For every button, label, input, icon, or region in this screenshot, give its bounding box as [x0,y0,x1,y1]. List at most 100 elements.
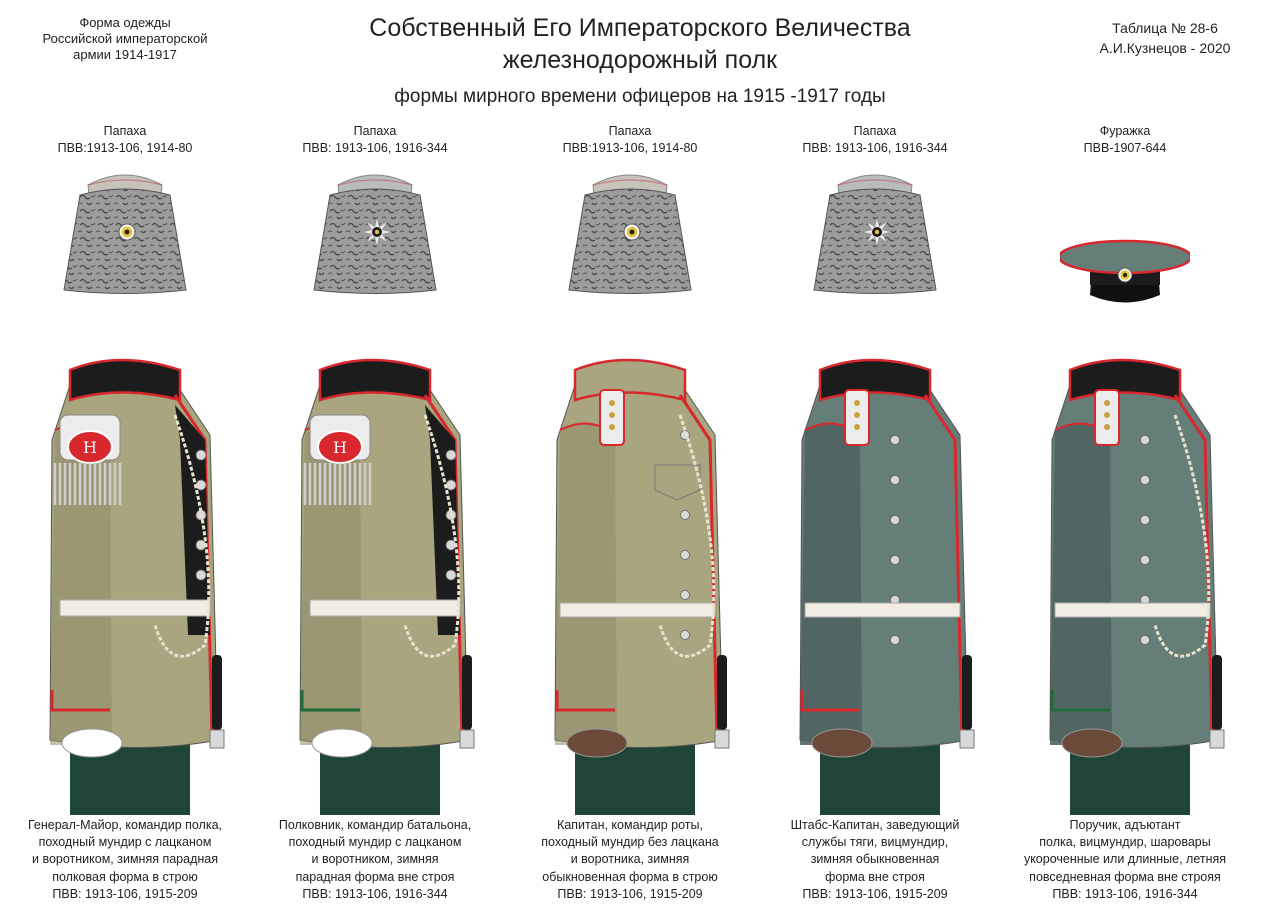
button [1140,635,1150,645]
button [890,475,900,485]
front-piping [678,394,719,741]
button [890,555,900,565]
button [445,449,457,461]
headgear-illustration [568,174,692,294]
caption-line: ПВВ: 1913-106, 1916-344 [1052,886,1198,901]
sleeve [800,423,862,745]
button [195,569,207,581]
cuff-piping [50,690,110,712]
title-line: Собственный Его Императорского Величеств… [369,14,911,42]
headgear-label-line: Папаха [353,124,397,138]
button [680,510,690,520]
uniform-caption: Полковник, командир батальона,походный м… [250,817,500,903]
headgear-label-line: Папаха [608,124,652,138]
caption-line: полковая форма в строю [52,869,198,884]
cuff-piping [1050,690,1110,712]
caption-line: ПВВ: 1913-106, 1915-209 [52,886,198,901]
sword-knot [714,729,730,749]
table-number: Таблица № 28-6 [1112,20,1218,36]
glove [311,728,373,758]
uniform-illustration [799,358,975,815]
svg-text:Н: Н [333,438,347,457]
scabbard [962,655,972,730]
hat-astrakhan [813,188,937,294]
uniform-caption: Капитан, командир роты, походный мундир б… [505,817,755,903]
headgear-label-line: Фуражка [1099,124,1151,138]
button [1140,475,1150,485]
button [1140,515,1150,525]
button [890,515,900,525]
aiguillette [1153,414,1211,658]
aiguillette [153,414,211,658]
caption-line: укороченные или длинные, летняя [1023,852,1227,867]
belt [559,602,716,618]
caption-line: парадная форма вне строя [295,869,455,884]
aiguillette [403,414,461,658]
title-line: железнодорожный полк [502,46,778,74]
belt [59,599,211,617]
caption-line: и воротника, зимняя [570,852,690,867]
caption-line: походный мундир без лацкана [541,835,719,850]
headgear-label-line: Папаха [853,124,897,138]
headgear-label-line: ПВВ:1913-106, 1914-80 [562,141,698,155]
scabbard [717,655,727,730]
belt [1054,602,1211,618]
headgear-label-line: ПВВ: 1913-106, 1916-344 [802,141,948,155]
button [195,449,207,461]
caption-line: службы тяги, вицмундир, [801,835,949,850]
front-piping [1173,394,1214,741]
pocket-flap [654,464,701,501]
caption-line: полка, вицмундир, шаровары [1039,835,1211,850]
belt [804,602,961,618]
uniform-illustration [1049,358,1225,815]
cockade-center [629,229,635,235]
headgear-label-line: ПВВ: 1913-106, 1916-344 [302,141,448,155]
sleeve [1050,423,1112,745]
glove [1061,728,1123,758]
button [680,630,690,640]
series-line: Форма одежды [79,15,171,30]
hat-astrakhan [568,188,692,294]
button [890,435,900,445]
caption-line: зимняя обыкновенная [810,852,940,867]
cuff-piping [800,690,860,712]
hat-astrakhan [63,188,187,294]
uniform-illustration: Н [299,358,475,815]
caption-line: Генерал-Майор, командир полка, [27,818,223,832]
sword-knot [1209,729,1225,749]
uniform-illustration [554,358,730,815]
caption-line: повседневная форма вне строяя [1029,869,1221,884]
caption-line: и воротником, зимняя парадная [31,852,218,867]
front-piping [923,394,964,741]
scabbard [1212,655,1222,730]
series-line: армии 1914-1917 [73,47,177,62]
headgear-label-line: ПВВ:1913-106, 1914-80 [57,141,193,155]
uniform-illustration: Н [49,358,225,815]
page-title: Собственный Его Императорского Величеств… [300,12,980,76]
headgear-illustration [813,174,937,294]
caption-line: походный мундир с лацканом [38,835,212,850]
sword-knot [209,729,225,749]
headgear-label-line: ПВВ-1907-644 [1083,141,1167,155]
hat-astrakhan [313,188,437,294]
button [1140,435,1150,445]
cockade-center [124,229,130,235]
aiguillette [658,414,716,658]
button [1140,555,1150,565]
page-subtitle: формы мирного времени офицеров на 1915 -… [394,86,886,107]
sword-knot [959,729,975,749]
button [680,550,690,560]
button [445,569,457,581]
headgear-illustration [63,174,187,294]
caption-line: Капитан, командир роты, [557,818,703,832]
